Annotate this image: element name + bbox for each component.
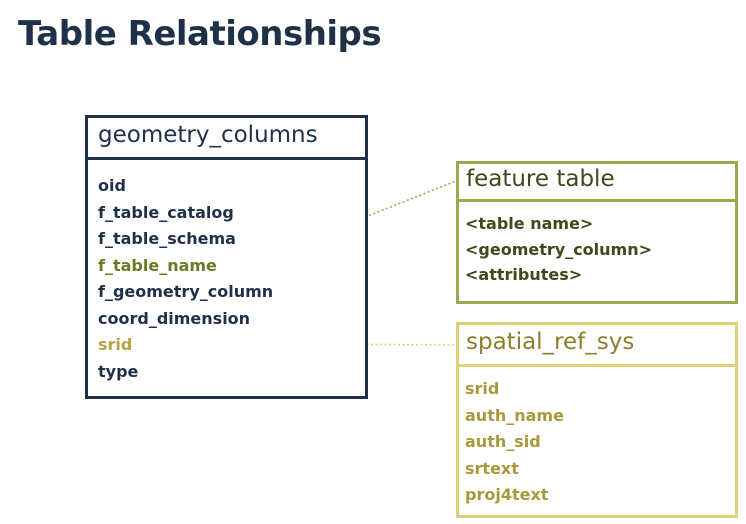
field-auth-name: auth_name <box>465 405 564 425</box>
page-title: Table Relationships <box>18 14 382 54</box>
geometry-columns-table: geometry_columns oid f_table_catalog f_t… <box>85 115 368 399</box>
field-table-name: <table name> <box>465 214 594 233</box>
field-f-geometry-column: f_geometry_column <box>98 282 274 301</box>
spatial-ref-sys-header: spatial_ref_sys <box>459 325 735 367</box>
connector-srid-to-spatial-ref-sys <box>145 342 457 346</box>
feature-table-fields: <table name> <geometry_column> <attribut… <box>459 202 735 288</box>
field-srid: srid <box>98 335 133 354</box>
field-f-table-catalog: f_table_catalog <box>98 202 234 222</box>
field-f-table-name: f_table_name <box>98 255 217 275</box>
feature-table-header: feature table <box>459 164 735 202</box>
field-auth-sid: auth_sid <box>465 432 541 451</box>
field-geometry-column: <geometry_column> <box>465 239 653 259</box>
field-oid: oid <box>98 176 126 195</box>
spatial-ref-sys-table: spatial_ref_sys srid auth_name auth_sid … <box>456 322 738 518</box>
feature-table: feature table <table name> <geometry_col… <box>456 161 738 304</box>
field-type: type <box>98 361 139 381</box>
field-coord-dimension: coord_dimension <box>98 308 251 328</box>
spatial-ref-sys-fields: srid auth_name auth_sid srtext proj4text <box>459 367 735 509</box>
geometry-columns-fields: oid f_table_catalog f_table_schema f_tab… <box>88 160 365 385</box>
field-proj4text: proj4text <box>465 485 549 504</box>
geometry-columns-header: geometry_columns <box>88 118 365 160</box>
field-srid: srid <box>465 379 500 398</box>
field-srtext: srtext <box>465 458 519 478</box>
field-attributes: <attributes> <box>465 265 583 284</box>
field-f-table-schema: f_table_schema <box>98 229 236 248</box>
